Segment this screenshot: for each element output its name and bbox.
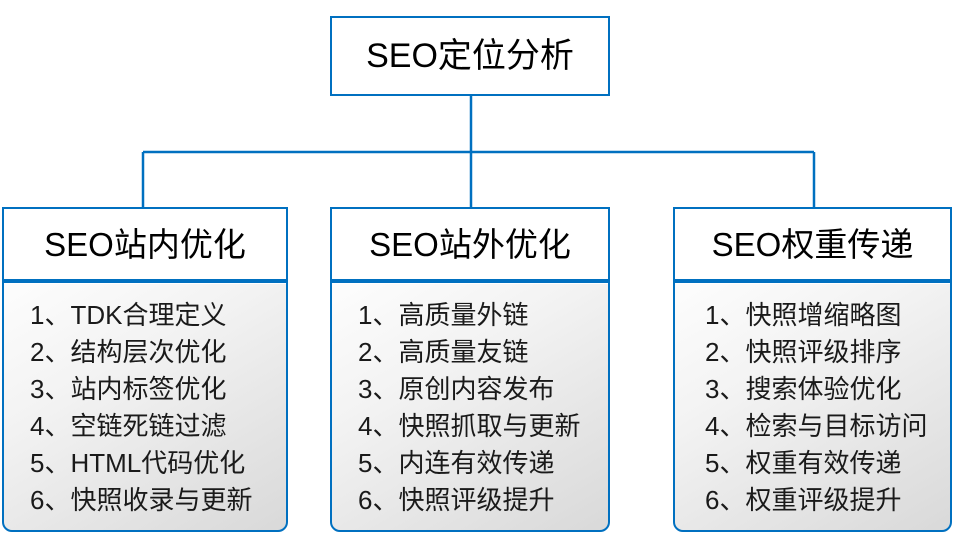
list-item-index: 3、	[705, 374, 746, 404]
list-item: 2、结构层次优化	[30, 334, 286, 371]
list-item-text: 高质量外链	[398, 300, 529, 330]
branch-header-label: SEO站内优化	[44, 225, 246, 263]
item-list-seo-offsite: 1、高质量外链 2、高质量友链 3、原创内容发布 4、快照抓取与更新 5、内连有…	[332, 297, 608, 519]
list-item-index: 6、	[358, 485, 399, 515]
branch-column-seo-offsite: SEO站外优化 1、高质量外链 2、高质量友链 3、原创内容发布 4、快照抓取与…	[330, 207, 610, 532]
list-item-index: 2、	[358, 337, 399, 367]
list-item-index: 1、	[30, 300, 71, 330]
list-item: 5、内连有效传递	[358, 445, 608, 482]
list-item: 3、搜索体验优化	[705, 371, 950, 408]
list-item: 6、快照评级提升	[358, 482, 608, 519]
list-item-text: 空链死链过滤	[70, 411, 227, 441]
list-item-index: 4、	[30, 411, 71, 441]
list-item-index: 5、	[30, 448, 71, 478]
list-item-index: 1、	[705, 300, 746, 330]
list-item-index: 2、	[30, 337, 71, 367]
list-item: 1、快照增缩略图	[705, 297, 950, 334]
list-item-text: 高质量友链	[398, 337, 529, 367]
list-item-index: 4、	[705, 411, 746, 441]
list-item: 6、快照收录与更新	[30, 482, 286, 519]
list-item-text: 权重有效传递	[745, 448, 902, 478]
list-item-text: 站内标签优化	[70, 374, 227, 404]
list-item: 5、HTML代码优化	[30, 445, 286, 482]
list-item: 3、站内标签优化	[30, 371, 286, 408]
list-item: 6、权重评级提升	[705, 482, 950, 519]
root-node-title: SEO定位分析	[366, 37, 574, 75]
list-item-text: HTML代码优化	[70, 448, 246, 478]
list-item-text: 快照评级提升	[398, 485, 555, 515]
item-list-seo-onsite: 1、TDK合理定义 2、结构层次优化 3、站内标签优化 4、空链死链过滤 5、H…	[4, 297, 286, 519]
list-item-index: 5、	[705, 448, 746, 478]
root-node: SEO定位分析	[330, 16, 610, 96]
branch-body-seo-offsite: 1、高质量外链 2、高质量友链 3、原创内容发布 4、快照抓取与更新 5、内连有…	[330, 281, 610, 532]
branch-body-seo-weight: 1、快照增缩略图 2、快照评级排序 3、搜索体验优化 4、检索与目标访问 5、权…	[673, 281, 952, 532]
branch-body-seo-onsite: 1、TDK合理定义 2、结构层次优化 3、站内标签优化 4、空链死链过滤 5、H…	[2, 281, 288, 532]
branch-header-seo-offsite: SEO站外优化	[330, 207, 610, 281]
branch-header-label: SEO站外优化	[369, 225, 571, 263]
list-item-index: 3、	[358, 374, 399, 404]
branch-column-seo-weight: SEO权重传递 1、快照增缩略图 2、快照评级排序 3、搜索体验优化 4、检索与…	[673, 207, 952, 532]
list-item: 4、空链死链过滤	[30, 408, 286, 445]
list-item-index: 4、	[358, 411, 399, 441]
list-item-text: 快照评级排序	[745, 337, 902, 367]
branch-header-seo-weight: SEO权重传递	[673, 207, 952, 281]
list-item-text: 检索与目标访问	[745, 411, 928, 441]
list-item: 4、检索与目标访问	[705, 408, 950, 445]
list-item-text: 原创内容发布	[398, 374, 555, 404]
list-item: 2、快照评级排序	[705, 334, 950, 371]
list-item: 5、权重有效传递	[705, 445, 950, 482]
list-item: 1、TDK合理定义	[30, 297, 286, 334]
list-item-index: 6、	[30, 485, 71, 515]
item-list-seo-weight: 1、快照增缩略图 2、快照评级排序 3、搜索体验优化 4、检索与目标访问 5、权…	[675, 297, 950, 519]
list-item-text: 快照收录与更新	[70, 485, 253, 515]
list-item-text: 权重评级提升	[745, 485, 902, 515]
branch-column-seo-onsite: SEO站内优化 1、TDK合理定义 2、结构层次优化 3、站内标签优化 4、空链…	[2, 207, 288, 532]
list-item-text: 内连有效传递	[398, 448, 555, 478]
branch-header-label: SEO权重传递	[711, 225, 914, 263]
list-item-index: 6、	[705, 485, 746, 515]
list-item-text: 搜索体验优化	[745, 374, 902, 404]
list-item-index: 1、	[358, 300, 399, 330]
list-item: 1、高质量外链	[358, 297, 608, 334]
list-item-index: 3、	[30, 374, 71, 404]
list-item-text: 快照增缩略图	[745, 300, 902, 330]
list-item: 4、快照抓取与更新	[358, 408, 608, 445]
list-item-index: 5、	[358, 448, 399, 478]
list-item-text: 快照抓取与更新	[398, 411, 581, 441]
branch-header-seo-onsite: SEO站内优化	[2, 207, 288, 281]
list-item-index: 2、	[705, 337, 746, 367]
list-item-text: 结构层次优化	[70, 337, 227, 367]
list-item: 3、原创内容发布	[358, 371, 608, 408]
list-item-text: TDK合理定义	[70, 300, 227, 330]
list-item: 2、高质量友链	[358, 334, 608, 371]
